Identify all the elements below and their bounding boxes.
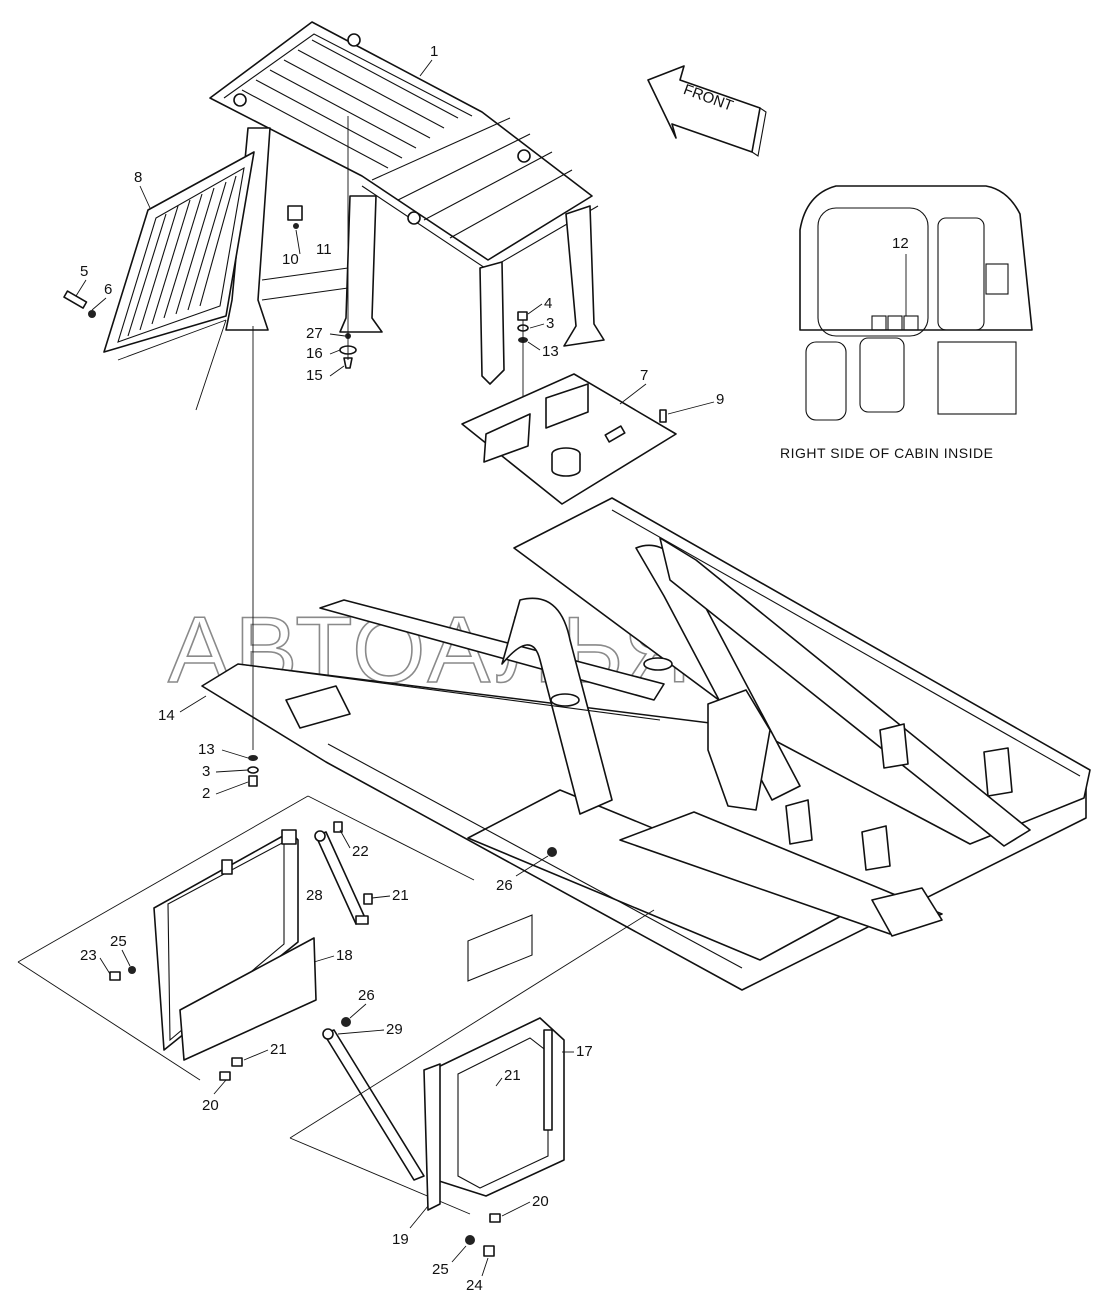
callout-14: 14 (158, 707, 175, 724)
cabin-inset: RIGHT SIDE OF CABIN INSIDE (780, 185, 1033, 461)
callout-5: 5 (80, 263, 88, 280)
callout-19: 19 (392, 1231, 409, 1248)
bolts-top (63, 116, 529, 420)
callout-18: 18 (336, 947, 353, 964)
callout-11: 11 (316, 241, 332, 258)
cabin-caption: RIGHT SIDE OF CABIN INSIDE (780, 445, 993, 461)
callout-17: 17 (576, 1043, 593, 1060)
callout-1: 1 (430, 43, 438, 60)
callout-6: 6 (104, 281, 112, 298)
mount-plate (461, 373, 677, 505)
callout-4: 4 (544, 295, 552, 312)
callout-20b: 20 (532, 1193, 549, 1210)
callout-26b: 26 (358, 987, 375, 1004)
panel-right (423, 914, 565, 1211)
callout-7: 7 (640, 367, 648, 384)
callout-25a: 25 (110, 933, 127, 950)
bracket-left (17, 795, 475, 1081)
callout-labels: 1 8 5 6 10 11 27 16 15 4 3 13 7 9 12 14 … (80, 43, 909, 1294)
callout-27: 27 (306, 325, 323, 342)
callout-24: 24 (466, 1277, 483, 1294)
callout-23: 23 (80, 947, 97, 964)
callout-22: 22 (352, 843, 369, 860)
callout-2: 2 (202, 785, 210, 802)
callout-20a: 20 (202, 1097, 219, 1114)
callout-25b: 25 (432, 1261, 449, 1278)
callout-16: 16 (306, 345, 323, 362)
leader-lines (75, 59, 907, 1277)
bolts-frame (247, 755, 259, 787)
callout-9: 9 (716, 391, 724, 408)
main-frame (117, 319, 1091, 991)
callout-3a: 3 (546, 315, 554, 332)
hardware-lower (109, 821, 557, 1257)
front-arrow: FRONT (647, 65, 767, 157)
callout-10: 10 (282, 251, 299, 268)
callout-28: 28 (306, 887, 323, 904)
callout-8: 8 (134, 169, 142, 186)
callout-26a: 26 (496, 877, 513, 894)
callout-21c: 21 (504, 1067, 521, 1084)
stay-29 (289, 909, 655, 1215)
top-guard (209, 21, 605, 385)
side-guard (103, 151, 255, 353)
callout-29: 29 (386, 1021, 403, 1038)
callout-12: 12 (892, 235, 909, 252)
callout-3b: 3 (202, 763, 210, 780)
callout-21a: 21 (392, 887, 409, 904)
callout-13a: 13 (542, 343, 559, 360)
stay-28 (314, 830, 369, 925)
callout-15: 15 (306, 367, 323, 384)
callout-13b: 13 (198, 741, 215, 758)
callout-21b: 21 (270, 1041, 287, 1058)
